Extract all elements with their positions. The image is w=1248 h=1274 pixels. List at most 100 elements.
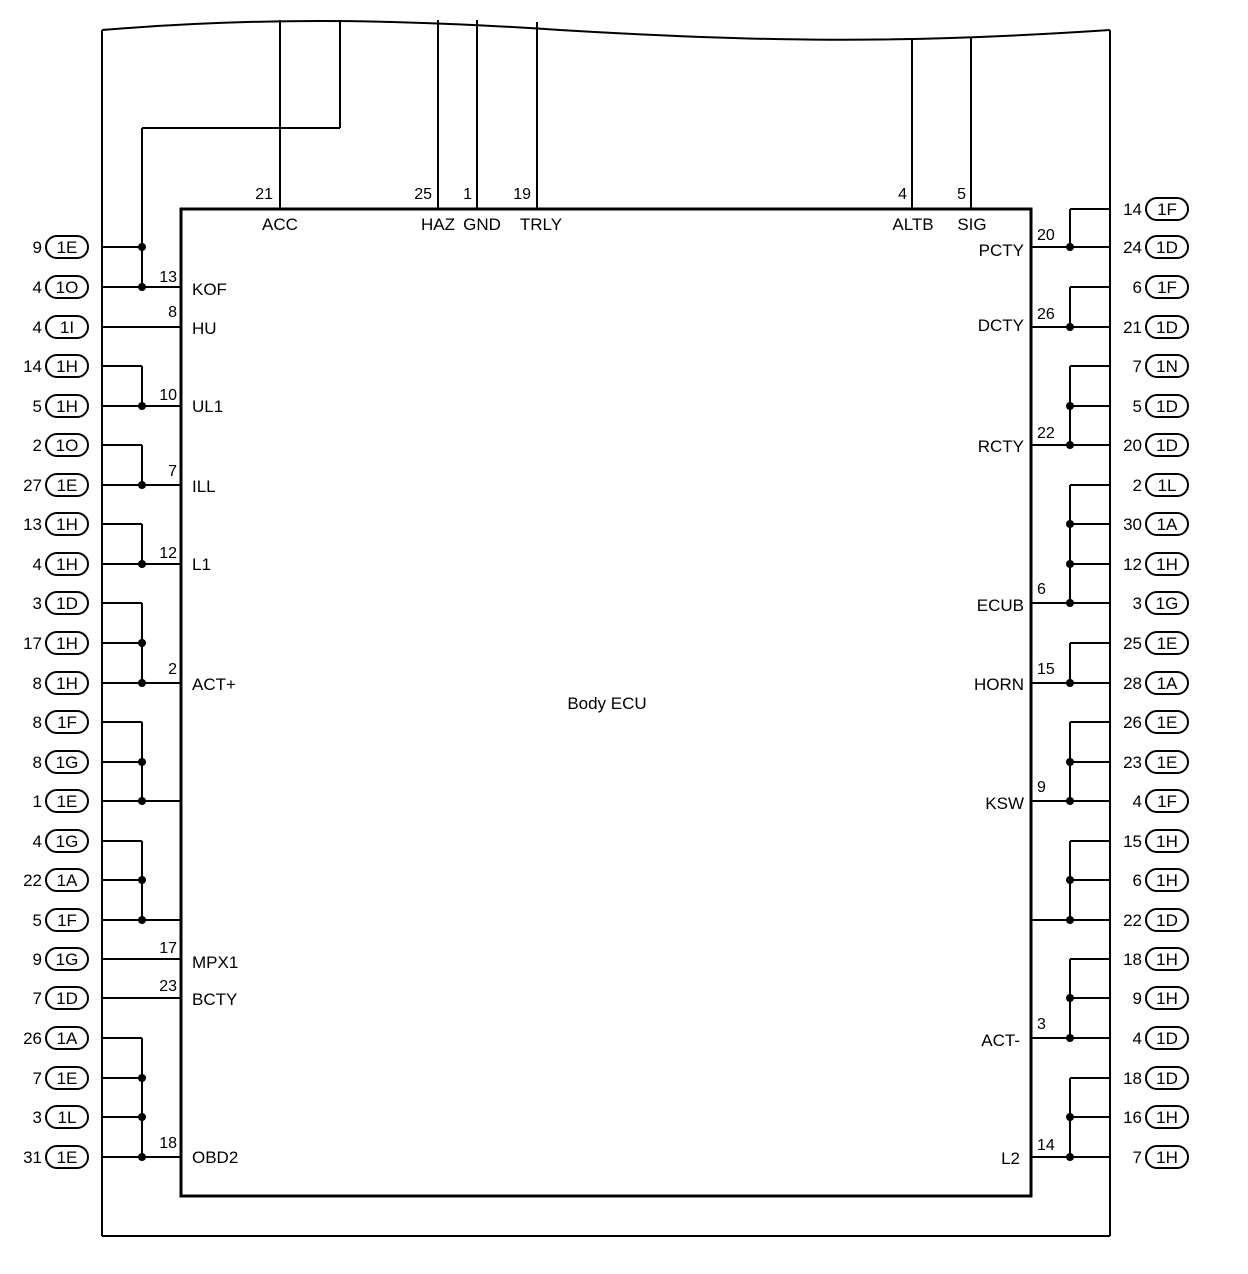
left-connector-code: 1H [56, 397, 78, 416]
right-connector-oval [1145, 315, 1189, 339]
left-connector-code: 1D [56, 594, 78, 613]
right-connector-pin: 6 [1133, 871, 1142, 890]
left-connector-oval [45, 473, 89, 497]
right-terminals: 20 PCTY 26 DCTY 22 RCTY 6 ECUB 15 HORN 9… [974, 227, 1055, 1168]
right-label-dcty: DCTY [978, 316, 1024, 335]
left-connector-pin: 9 [33, 950, 42, 969]
right-connector-pin: 3 [1133, 594, 1142, 613]
right-connector-3: 21 1D [1123, 315, 1189, 339]
right-connector-code: 1D [1156, 1069, 1178, 1088]
right-connector-oval [1145, 671, 1189, 695]
right-connector-pin: 26 [1123, 713, 1142, 732]
left-connector-code: 1E [57, 476, 78, 495]
left-connector-oval [45, 947, 89, 971]
left-connector-pin: 14 [23, 357, 42, 376]
right-connector-code: 1H [1156, 989, 1178, 1008]
left-connector-pin: 4 [33, 555, 42, 574]
right-label-ksw: KSW [985, 794, 1024, 813]
right-connector-code: 1H [1156, 1108, 1178, 1127]
right-pin-horn: 15 [1037, 661, 1055, 678]
left-pin-hu: 8 [168, 304, 177, 321]
top-label-haz: HAZ [421, 215, 455, 234]
ecu-title: Body ECU [567, 694, 646, 713]
right-connector-oval [1145, 433, 1189, 457]
top-label-sig: SIG [957, 215, 986, 234]
left-connector-code: 1D [56, 989, 78, 1008]
right-junctions [1066, 243, 1074, 1161]
right-label-horn: HORN [974, 675, 1024, 694]
left-connector-pin: 4 [33, 318, 42, 337]
right-connector-pin: 20 [1123, 436, 1142, 455]
left-connector-code: 1O [56, 278, 79, 297]
top-label-altb: ALTB [892, 215, 933, 234]
right-connector-oval [1145, 1105, 1189, 1129]
left-connector-code: 1F [57, 713, 77, 732]
right-connector-pin: 28 [1123, 674, 1142, 693]
right-pin-pcty: 20 [1037, 227, 1055, 244]
right-connector-pin: 25 [1123, 634, 1142, 653]
right-pin-ksw: 9 [1037, 779, 1046, 796]
left-connector-pin: 8 [33, 713, 42, 732]
top-label-gnd: GND [463, 215, 501, 234]
left-connector-code: 1H [56, 634, 78, 653]
left-connector-oval [45, 750, 89, 774]
left-connector-code: 1O [56, 436, 79, 455]
left-label-bcty: BCTY [192, 990, 237, 1009]
left-connector-code: 1H [56, 555, 78, 574]
left-connector-oval [45, 710, 89, 734]
left-connector-pin: 7 [33, 1069, 42, 1088]
right-connector-code: 1L [1158, 476, 1177, 495]
left-label-kof: KOF [192, 280, 227, 299]
right-connector-pin: 7 [1133, 357, 1142, 376]
right-label-l2: L2 [1001, 1149, 1020, 1168]
left-label-hu: HU [192, 319, 217, 338]
left-connector-oval [45, 1105, 89, 1129]
right-connector-oval [1145, 354, 1189, 378]
right-connector-pin: 30 [1123, 515, 1142, 534]
right-label-actm: ACT- [981, 1031, 1020, 1050]
top-terminals: 21 ACC 25 HAZ 1 GND 19 TRLY 4 ALTB 5 SIG [255, 186, 986, 234]
left-connector-pin: 27 [23, 476, 42, 495]
right-connector-code: 1H [1156, 1148, 1178, 1167]
left-connector-code: 1A [57, 871, 78, 890]
right-connector-4: 7 1N [1133, 354, 1189, 378]
right-connector-code: 1D [1156, 397, 1178, 416]
left-connector-pin: 5 [33, 911, 42, 930]
left-connector-oval [45, 908, 89, 932]
left-connector-pin: 4 [33, 832, 42, 851]
left-connector-pin: 8 [33, 674, 42, 693]
right-connector-oval [1145, 710, 1189, 734]
right-connector-code: 1D [1156, 318, 1178, 337]
right-connector-oval [1145, 473, 1189, 497]
left-connector-oval [45, 1066, 89, 1090]
right-connector-pin: 12 [1123, 555, 1142, 574]
right-connector-oval [1145, 275, 1189, 299]
right-connector-pin: 24 [1123, 238, 1142, 257]
right-connector-code: 1N [1156, 357, 1178, 376]
right-connector-pin: 6 [1133, 278, 1142, 297]
right-connector-pin: 23 [1123, 753, 1142, 772]
right-connector-pin: 21 [1123, 318, 1142, 337]
